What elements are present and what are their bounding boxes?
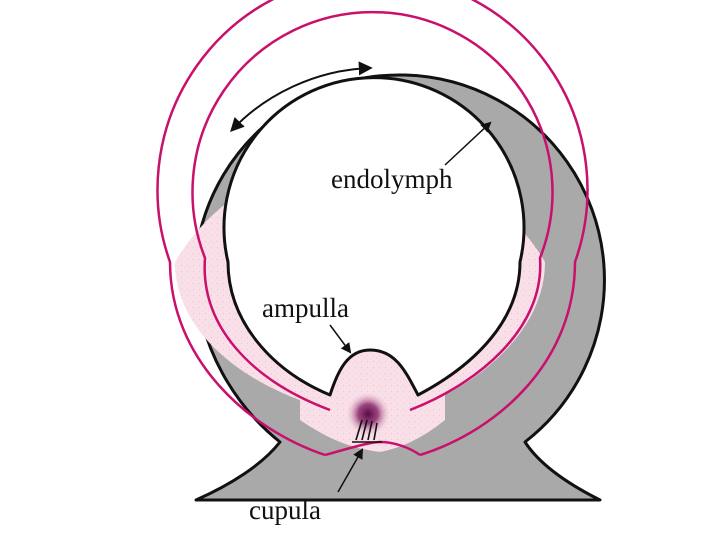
flow-arrow <box>230 61 373 133</box>
cupula <box>346 392 390 436</box>
ampulla-pointer <box>329 324 352 354</box>
cupula-pointer <box>337 448 364 493</box>
inner-membrane <box>191 10 554 412</box>
endolymph-label: endolymph <box>331 164 453 194</box>
endolymph-pointer <box>444 121 492 166</box>
loop-interior <box>222 76 526 397</box>
hair-cells <box>352 419 382 443</box>
cupula-label: cupula <box>249 495 321 525</box>
outer-membrane <box>156 0 589 457</box>
ampulla-label: ampulla <box>262 293 349 323</box>
